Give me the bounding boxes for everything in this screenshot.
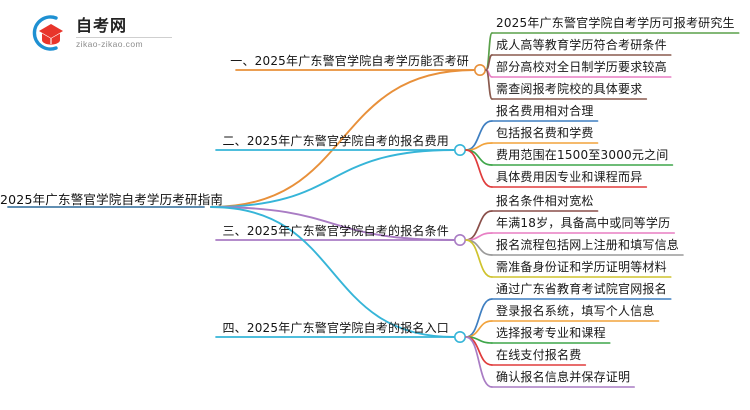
leaf-node-label-1-1[interactable]: 2025年广东警官学院自考学历可报考研究生 [496,16,735,30]
leaf-node-label-2-4[interactable]: 具体费用因专业和课程而异 [496,170,643,184]
leaf-connector-3-2 [465,232,493,241]
branch-connector-1 [210,69,475,208]
leaf-node-label-3-1[interactable]: 报名条件相对宽松 [496,194,594,208]
branch-node-3[interactable] [453,234,466,247]
leaf-node-label-3-4[interactable]: 需准备身份证和学历证明等材料 [496,260,667,274]
leaf-node-label-1-3[interactable]: 部分高校对全日制学历要求较高 [496,60,667,74]
leaf-node-label-3-3[interactable]: 报名流程包括网上注册和填写信息 [496,238,680,252]
leaf-node-label-1-4[interactable]: 需查阅报考院校的具体要求 [496,82,643,96]
branch-connector-4 [210,206,455,338]
branch-node-label-2[interactable]: 二、2025年广东警官学院自考的报名费用 [222,134,449,148]
branch-node-label-1[interactable]: 一、2025年广东警官学院自考学历能否考研 [230,54,469,68]
leaf-connector-1-4 [485,69,493,100]
leaf-node-label-4-1[interactable]: 通过广东省教育考试院官网报名 [496,282,667,296]
leaf-node-label-4-2[interactable]: 登录报名系统，填写个人信息 [496,304,655,318]
branch-node-label-4[interactable]: 四、2025年广东警官学院自考的报名入口 [222,321,449,335]
branch-connector-3 [210,206,455,241]
leaf-node-label-3-2[interactable]: 年满18岁，具备高中或同等学历 [496,216,671,230]
branch-connector-2 [210,149,455,208]
center-node-label[interactable]: 2025年广东警官学院自考学历考研指南 [0,192,224,207]
leaf-connector-4-1 [465,298,493,338]
leaf-node-label-4-4[interactable]: 在线支付报名费 [496,348,582,362]
branch-node-2[interactable] [453,144,466,157]
leaf-node-label-4-3[interactable]: 选择报考专业和课程 [496,326,606,340]
leaf-node-label-1-2[interactable]: 成人高等教育学历符合考研条件 [496,38,667,52]
leaf-connector-2-3 [465,149,493,166]
leaf-connector-2-2 [465,142,493,151]
leaf-node-label-2-1[interactable]: 报名费用相对合理 [496,104,594,118]
leaf-node-label-4-5[interactable]: 确认报名信息并保存证明 [496,370,631,384]
leaf-connector-4-5 [465,336,493,388]
leaf-node-label-2-2[interactable]: 包括报名费和学费 [496,126,594,140]
leaf-node-label-2-3[interactable]: 费用范围在1500至3000元之间 [496,148,669,162]
leaf-connector-2-4 [465,149,493,188]
logo-site-name: 自考网 [76,15,128,35]
site-logo: 自考网 zikao-zikao.com [26,10,176,56]
branch-node-1[interactable] [473,64,486,77]
graduation-cap-icon [26,11,70,55]
leaf-connector-3-4 [465,239,493,278]
branch-node-4[interactable] [453,330,466,343]
leaf-connector-3-3 [465,239,493,256]
logo-divider [76,36,172,38]
branch-node-label-3[interactable]: 三、2025年广东警官学院自考的报名条件 [222,224,449,238]
leaf-connector-4-2 [465,320,493,338]
logo-site-url: zikao-zikao.com [76,38,143,49]
